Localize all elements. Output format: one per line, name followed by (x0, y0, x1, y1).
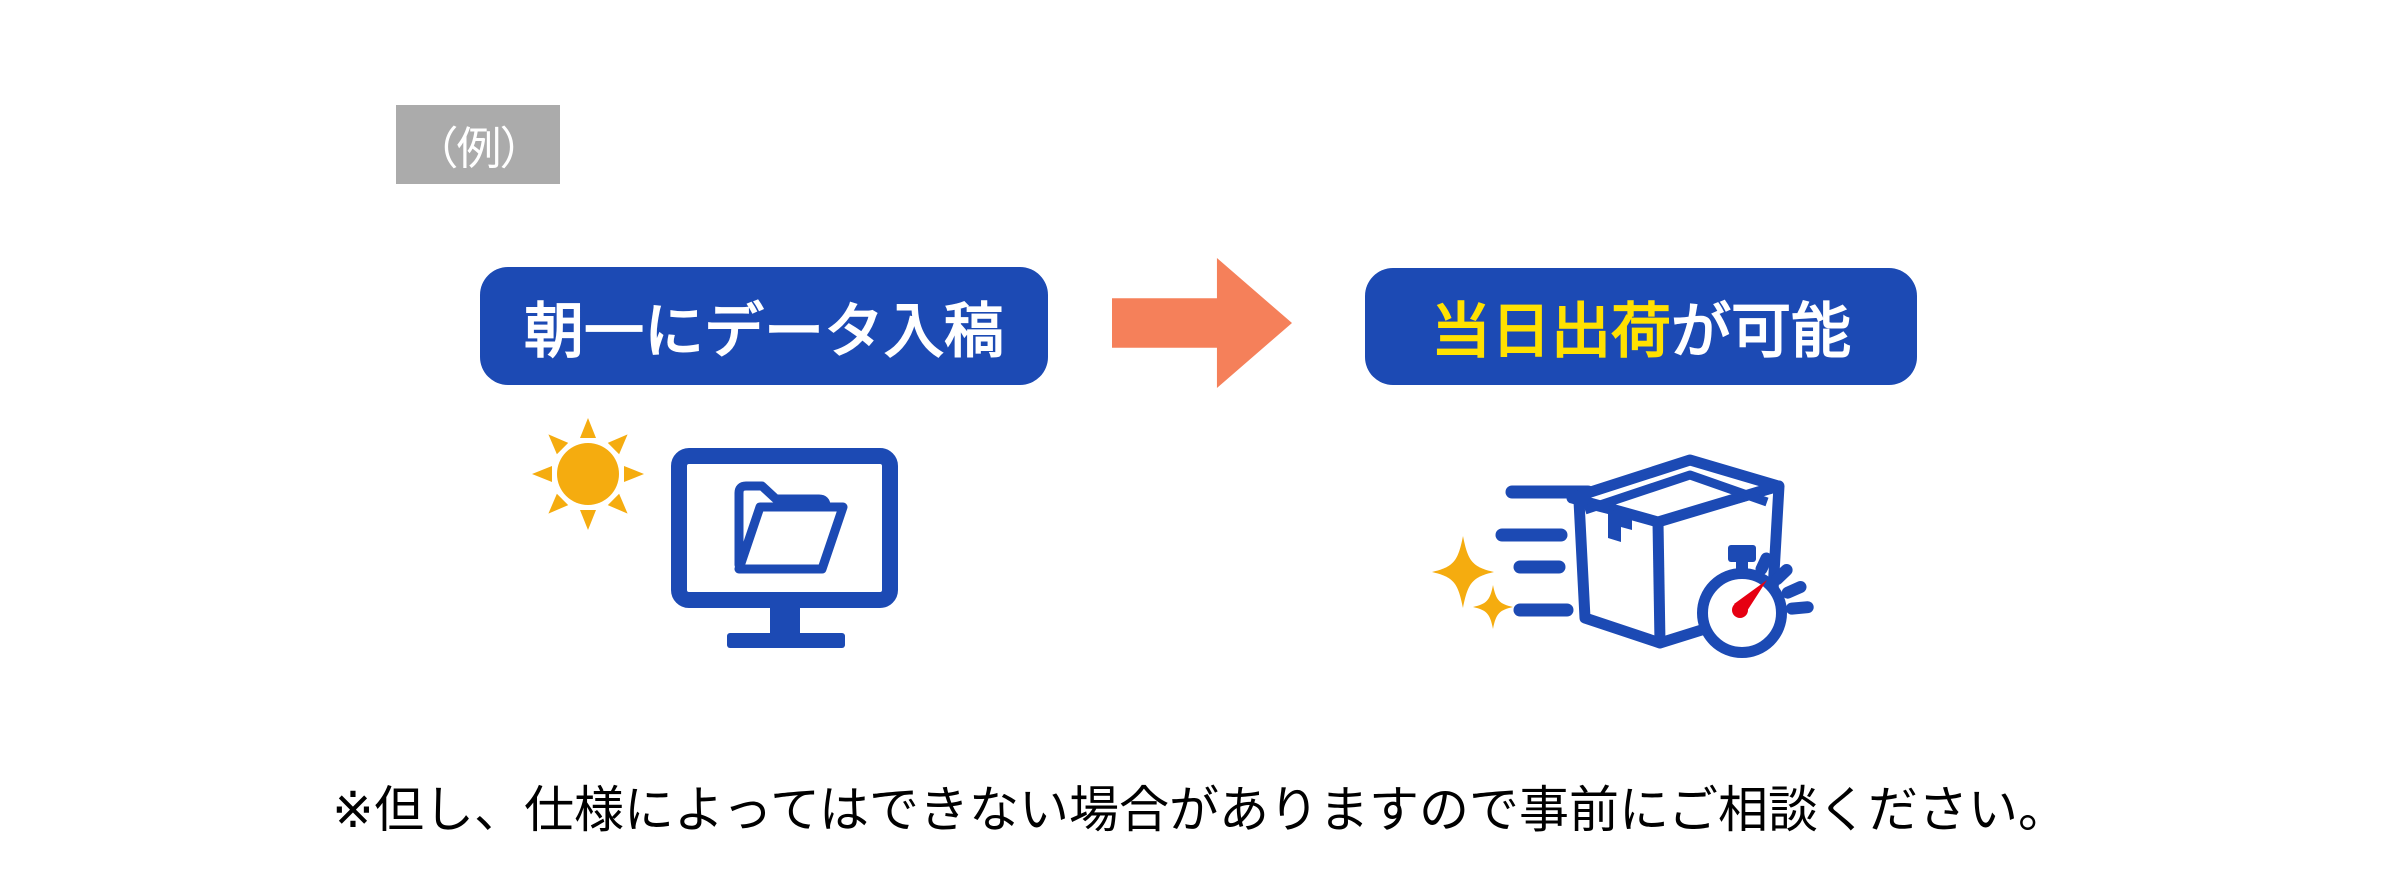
step-box-morning-data-submission: 朝一にデータ入稿 (480, 267, 1048, 385)
open-folder-icon (734, 481, 848, 574)
step1-label: 朝一にデータ入稿 (524, 297, 1004, 365)
step2-highlight-label: 当日出荷 (1431, 298, 1671, 365)
example-label: （例） (396, 105, 560, 184)
stopwatch-speed-dashes (1755, 552, 1814, 615)
sun-icon (532, 418, 644, 530)
sun-and-monitor-with-open-folder-icon (532, 418, 898, 648)
footnote-text: ※但し、仕様によってはできない場合がありますので事前にご相談ください。 (332, 782, 2068, 838)
monitor-icon (671, 448, 898, 648)
speeding-parcel-box-with-stopwatch-and-sparkles-icon (1432, 454, 1814, 658)
step2-rest-label: が可能 (1671, 298, 1851, 365)
stopwatch-needle (1732, 580, 1767, 618)
right-arrow-icon (1112, 258, 1292, 388)
sparkle-icons (1432, 536, 1513, 629)
stopwatch-icon (1697, 545, 1814, 658)
step-box-same-day-shipping: 当日出荷が可能 (1365, 268, 1917, 385)
speed-lines (1495, 485, 1595, 617)
